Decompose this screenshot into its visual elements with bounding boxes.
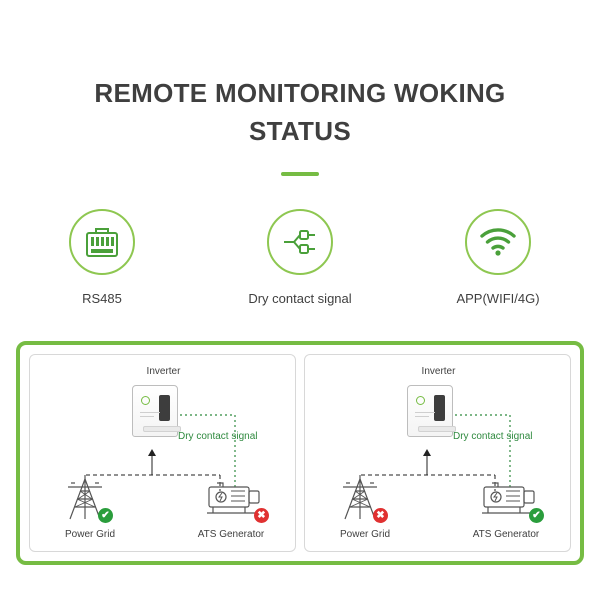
inverter-label: Inverter bbox=[146, 366, 181, 377]
page-title-line1: REMOTE MONITORING WOKING bbox=[94, 78, 506, 108]
inverter-device-illustration bbox=[401, 385, 459, 447]
ats-generator-label: ATS Generator bbox=[472, 529, 540, 540]
scenario-panel: Inverter Dry contact bbox=[16, 341, 584, 565]
wifi-signal-icon bbox=[479, 227, 517, 257]
page-title-line2: STATUS bbox=[249, 116, 351, 146]
feature-icon-circle bbox=[267, 209, 333, 275]
power-grid-tower-icon bbox=[337, 473, 383, 521]
diagram-grid-available: Inverter Dry contact bbox=[29, 354, 296, 552]
inverter-label: Inverter bbox=[421, 366, 456, 377]
title-underline bbox=[281, 172, 319, 176]
feature-label: Dry contact signal bbox=[248, 291, 352, 306]
power-grid-status-badge: ✖ bbox=[373, 508, 388, 523]
dry-contact-signal-label: Dry contact signal bbox=[453, 431, 533, 442]
ats-generator-icon bbox=[205, 477, 265, 519]
feature-icon-circle bbox=[69, 209, 135, 275]
ats-generator-status-badge: ✖ bbox=[254, 508, 269, 523]
diagram-wiring bbox=[359, 414, 511, 495]
page-title: REMOTE MONITORING WOKING STATUS bbox=[0, 74, 600, 150]
power-grid-tower-icon bbox=[62, 473, 108, 521]
feature-icon-circle bbox=[465, 209, 531, 275]
diagram-wiring bbox=[84, 414, 236, 495]
feature-list: RS485 Dry contact signal bbox=[0, 209, 600, 306]
power-grid-status-badge: ✔ bbox=[98, 508, 113, 523]
feature-item-rs485: RS485 bbox=[42, 209, 162, 306]
feature-item-dry-contact: Dry contact signal bbox=[240, 209, 360, 306]
power-grid-label: Power Grid bbox=[339, 529, 390, 540]
feature-item-app: APP(WIFI/4G) bbox=[438, 209, 558, 306]
dry-contact-terminal-icon bbox=[282, 227, 318, 257]
feature-label: APP(WIFI/4G) bbox=[456, 291, 540, 306]
ats-generator-icon bbox=[480, 477, 540, 519]
dry-contact-signal-label: Dry contact signal bbox=[178, 431, 258, 442]
inverter-device-illustration bbox=[126, 385, 184, 447]
feature-label: RS485 bbox=[82, 291, 122, 306]
power-grid-label: Power Grid bbox=[64, 529, 115, 540]
ats-generator-status-badge: ✔ bbox=[529, 508, 544, 523]
diagram-grid-failure: Inverter Dry contact signal bbox=[304, 354, 571, 552]
ats-generator-label: ATS Generator bbox=[197, 529, 265, 540]
rj45-ethernet-port-icon bbox=[85, 226, 119, 258]
